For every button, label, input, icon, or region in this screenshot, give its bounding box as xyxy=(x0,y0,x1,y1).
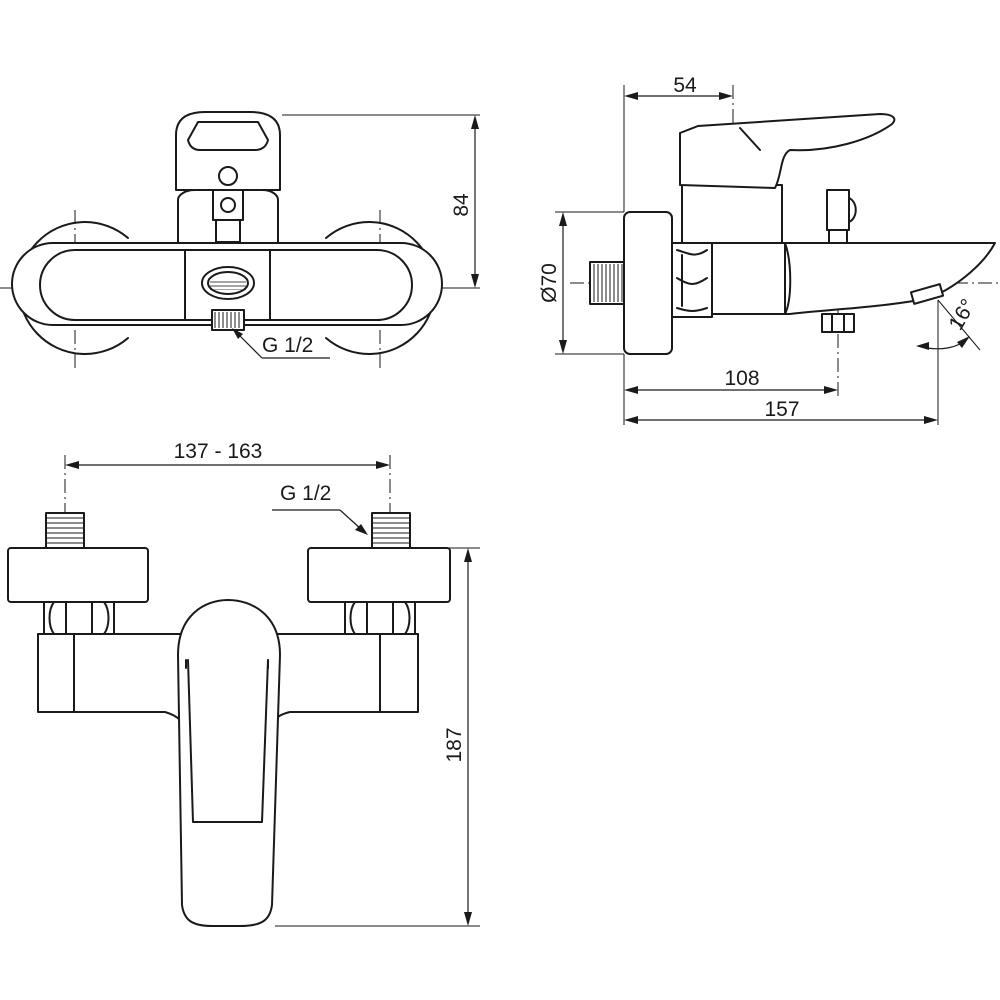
front-thread-label: G 1/2 xyxy=(262,334,313,357)
side-body xyxy=(711,242,996,315)
side-view: 54 Ø70 16° 108 157 xyxy=(538,74,1000,425)
top-view: 137 - 163 G 1/2 187 xyxy=(7,440,480,927)
top-right-rosette xyxy=(307,547,451,603)
top-spacing-label: 137 - 163 xyxy=(174,440,263,463)
front-height-label: 84 xyxy=(450,193,473,217)
side-rosette xyxy=(623,211,673,355)
top-left-rosette xyxy=(7,547,149,603)
side-bottom-nut xyxy=(821,313,855,333)
top-height-label: 187 xyxy=(443,727,466,762)
top-right-nut xyxy=(344,601,416,635)
top-lever-handle xyxy=(177,599,281,927)
side-cartridge xyxy=(681,184,783,244)
top-thread-label: G 1/2 xyxy=(280,482,331,505)
front-handle-indicator xyxy=(218,166,238,186)
top-left-thread xyxy=(45,512,85,549)
front-handle-grip xyxy=(187,121,269,151)
front-bottom-thread xyxy=(211,309,245,331)
front-diverter-stem xyxy=(212,189,244,221)
front-view: G 1/2 84 xyxy=(0,111,480,370)
side-lever-handle xyxy=(679,113,896,189)
side-wall-thread xyxy=(589,261,626,305)
side-diverter-knob xyxy=(826,189,850,231)
side-length-108-label: 108 xyxy=(724,367,759,390)
side-spout-tip xyxy=(909,283,945,305)
top-left-nut xyxy=(43,601,115,635)
side-diameter-label: Ø70 xyxy=(538,263,561,303)
side-depth-label: 54 xyxy=(673,74,697,97)
side-length-157-label: 157 xyxy=(764,398,799,421)
front-outlet xyxy=(201,266,255,300)
side-angle-label: 16° xyxy=(944,295,980,334)
